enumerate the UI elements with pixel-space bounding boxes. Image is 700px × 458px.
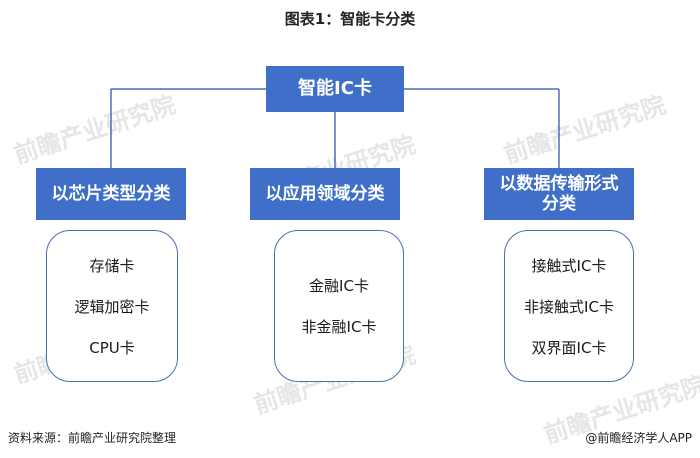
diagram-title: 图表1：智能卡分类 bbox=[284, 10, 416, 28]
category-node-chip-type: 以芯片类型分类 bbox=[36, 168, 186, 220]
leaf-item: 非接触式IC卡 bbox=[524, 297, 614, 316]
leaf-panel-chip-type: 存储卡 逻辑加密卡 CPU卡 bbox=[46, 230, 178, 382]
leaf-item: CPU卡 bbox=[89, 338, 135, 357]
leaf-item: 金融IC卡 bbox=[309, 277, 369, 295]
root-node: 智能IC卡 bbox=[266, 66, 404, 112]
leaf-item: 双界面IC卡 bbox=[531, 338, 607, 357]
leaf-item: 非金融IC卡 bbox=[301, 318, 377, 336]
category-node-application: 以应用领域分类 bbox=[250, 168, 400, 220]
category-label-line: 分类 bbox=[542, 194, 576, 214]
leaf-panel-transmission: 接触式IC卡 非接触式IC卡 双界面IC卡 bbox=[504, 230, 634, 382]
leaf-panel-application: 金融IC卡 非金融IC卡 bbox=[274, 230, 404, 382]
category-node-transmission: 以数据传输形式 分类 bbox=[484, 168, 634, 220]
leaf-item: 接触式IC卡 bbox=[531, 256, 607, 275]
category-label-line: 以数据传输形式 bbox=[499, 173, 619, 194]
source-note: 资料来源：前瞻产业研究院整理 bbox=[8, 431, 177, 445]
credit-note: @前瞻经济学人APP bbox=[585, 431, 692, 445]
leaf-item: 存储卡 bbox=[89, 256, 135, 275]
leaf-item: 逻辑加密卡 bbox=[74, 297, 150, 316]
